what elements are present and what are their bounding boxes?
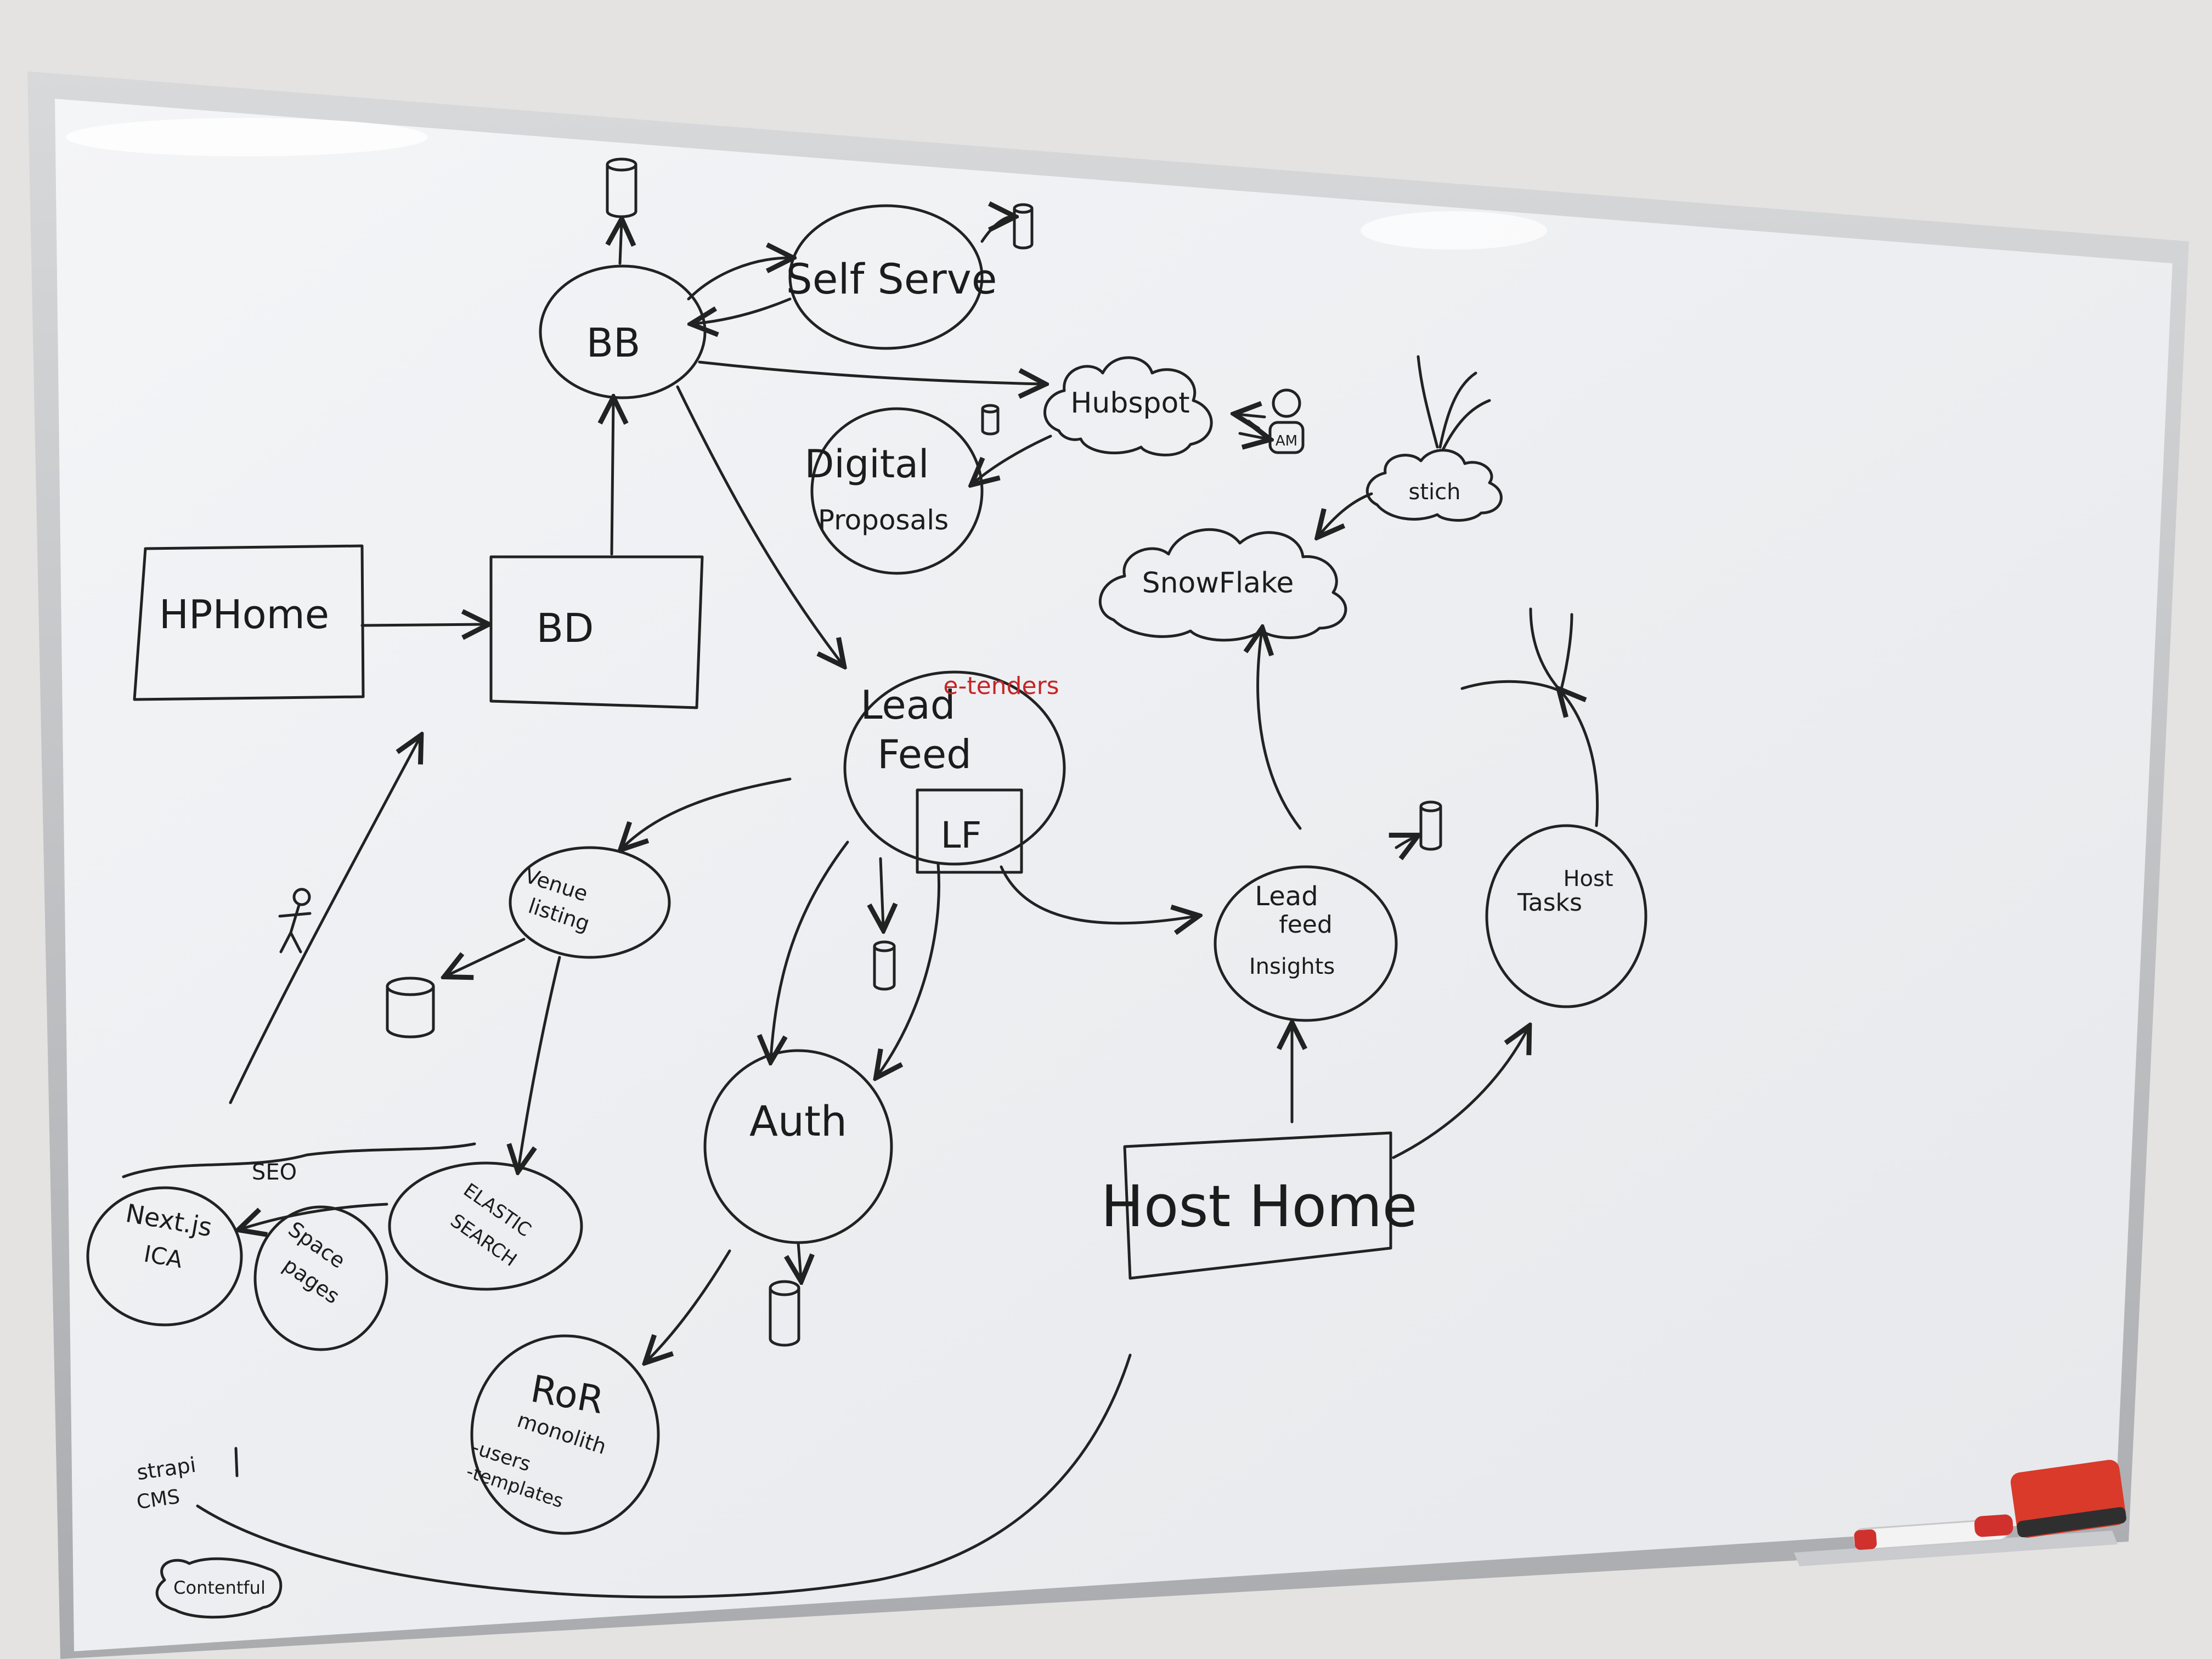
host-tasks-shape [1485, 824, 1647, 1008]
bd-label: BD [537, 605, 594, 651]
stich-label: stich [1409, 479, 1461, 505]
host-home-box [1123, 1131, 1392, 1280]
contentful-label: Contentful [173, 1577, 266, 1598]
stich-cloud [1365, 449, 1503, 522]
host-tasks-label-1: Host [1563, 866, 1613, 891]
snowflake-cloud [1098, 528, 1347, 642]
nextjs-label-2: ICA [142, 1240, 185, 1273]
database-icon [386, 977, 435, 1039]
board-surface [55, 99, 2172, 1651]
hubspot-label: Hubspot [1070, 387, 1189, 420]
digital-proposals-label-2: Proposals [818, 504, 949, 536]
glare [1361, 211, 1547, 250]
ror-shape [470, 1334, 660, 1535]
elastic-search-shape [388, 1161, 583, 1291]
hphome-box [133, 544, 365, 701]
venue-listing-shape [509, 846, 671, 959]
lead-feed-insights-label-1: Lead [1255, 881, 1318, 912]
stich-inputs [1417, 355, 1439, 449]
glare [66, 118, 428, 156]
lead-feed-insights-label-3: Insights [1249, 954, 1335, 979]
host-home-label: Host Home [1101, 1173, 1418, 1240]
contentful-shape [155, 1557, 283, 1619]
space-pages-shape [253, 1205, 388, 1351]
bb-label: BB [586, 320, 641, 366]
eraser [2010, 1459, 2126, 1538]
lf-box [916, 788, 1023, 874]
host-tasks-label-2: Tasks [1517, 889, 1582, 917]
hubspot-cloud [1043, 356, 1213, 456]
marker-pen [1853, 1514, 2013, 1551]
digital-proposals-shape [810, 407, 984, 575]
lf-label: LF [941, 814, 982, 856]
snowflake-label: SnowFlake [1142, 567, 1294, 600]
e-tenders-label: e-tenders [943, 672, 1059, 700]
bd-box [489, 555, 704, 709]
lead-feed-label-1: Lead [861, 682, 956, 728]
red-smudge [234, 1447, 239, 1477]
nextjs-shape [86, 1186, 243, 1327]
hphome-label: HPHome [159, 591, 329, 637]
stich-inputs [1441, 399, 1491, 452]
seo-underline [122, 1142, 476, 1178]
lead-feed-insights-label-2: feed [1279, 911, 1333, 939]
marker-tray [1794, 1531, 2118, 1566]
self-serve-shape [788, 204, 984, 350]
lead-feed-shape [843, 670, 1066, 866]
am-label: AM [1276, 433, 1297, 449]
digital-proposals-label-1: Digital [804, 442, 929, 487]
database-icon [981, 404, 1000, 436]
diagram-arrows [196, 217, 1599, 1599]
user-figure-icon [278, 888, 312, 953]
lead-feed-label-2: Feed [877, 731, 972, 777]
stich-inputs [1438, 371, 1477, 449]
seo-label: SEO [252, 1160, 297, 1185]
self-serve-label: Self Serve [786, 255, 997, 303]
auth-label: Auth [749, 1097, 847, 1146]
database-icon [873, 940, 896, 991]
